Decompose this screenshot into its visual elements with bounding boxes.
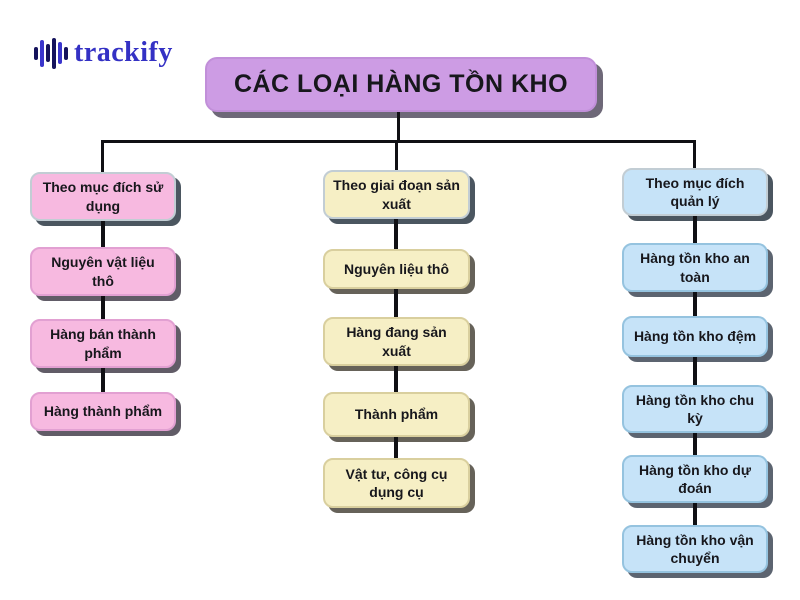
node-vat-tu-cong-cu-dung-cu: Vật tư, công cụ dụng cụ [323, 458, 470, 508]
node-hang-thanh-pham: Hàng thành phẩm [30, 392, 176, 431]
column-header-giai-doan-san-xuat: Theo giai đoạn sản xuất [323, 170, 470, 219]
connector-line [395, 140, 398, 170]
trackify-logo: trackify [34, 36, 173, 70]
node-hang-ton-kho-an-toan: Hàng tồn kho an toàn [622, 243, 768, 292]
connector-line [693, 140, 696, 168]
connector-line [693, 292, 697, 316]
node-hang-ban-thanh-pham: Hàng bán thành phẩm [30, 319, 176, 368]
connector-line [693, 503, 697, 525]
node-hang-ton-kho-dem: Hàng tồn kho đệm [622, 316, 768, 357]
connector-line [693, 357, 697, 385]
equalizer-bars-icon [34, 36, 68, 70]
column-header-muc-dich-quan-ly: Theo mục đích quản lý [622, 168, 768, 216]
connector-line [101, 368, 105, 392]
connector-line [394, 219, 398, 249]
node-thanh-pham: Thành phẩm [323, 392, 470, 437]
connector-line [394, 289, 398, 317]
node-nguyen-vat-lieu-tho: Nguyên vật liệu thô [30, 247, 176, 296]
connector-line [693, 433, 697, 455]
connector-line [693, 216, 697, 243]
connector-line [101, 140, 104, 172]
node-hang-ton-kho-du-doan: Hàng tồn kho dự đoán [622, 455, 768, 503]
connector-line [101, 140, 696, 143]
diagram-title-node: CÁC LOẠI HÀNG TỒN KHO [205, 57, 597, 112]
connector-line [101, 221, 105, 247]
connector-line [394, 366, 398, 392]
connector-line [397, 112, 400, 142]
connector-line [394, 437, 398, 458]
node-hang-dang-san-xuat: Hàng đang sản xuất [323, 317, 470, 366]
logo-text: trackify [74, 37, 173, 68]
column-header-muc-dich-su-dung: Theo mục đích sử dụng [30, 172, 176, 221]
node-nguyen-lieu-tho: Nguyên liệu thô [323, 249, 470, 289]
node-hang-ton-kho-chu-ky: Hàng tồn kho chu kỳ [622, 385, 768, 433]
node-hang-ton-kho-van-chuyen: Hàng tồn kho vận chuyển [622, 525, 768, 573]
connector-line [101, 296, 105, 319]
